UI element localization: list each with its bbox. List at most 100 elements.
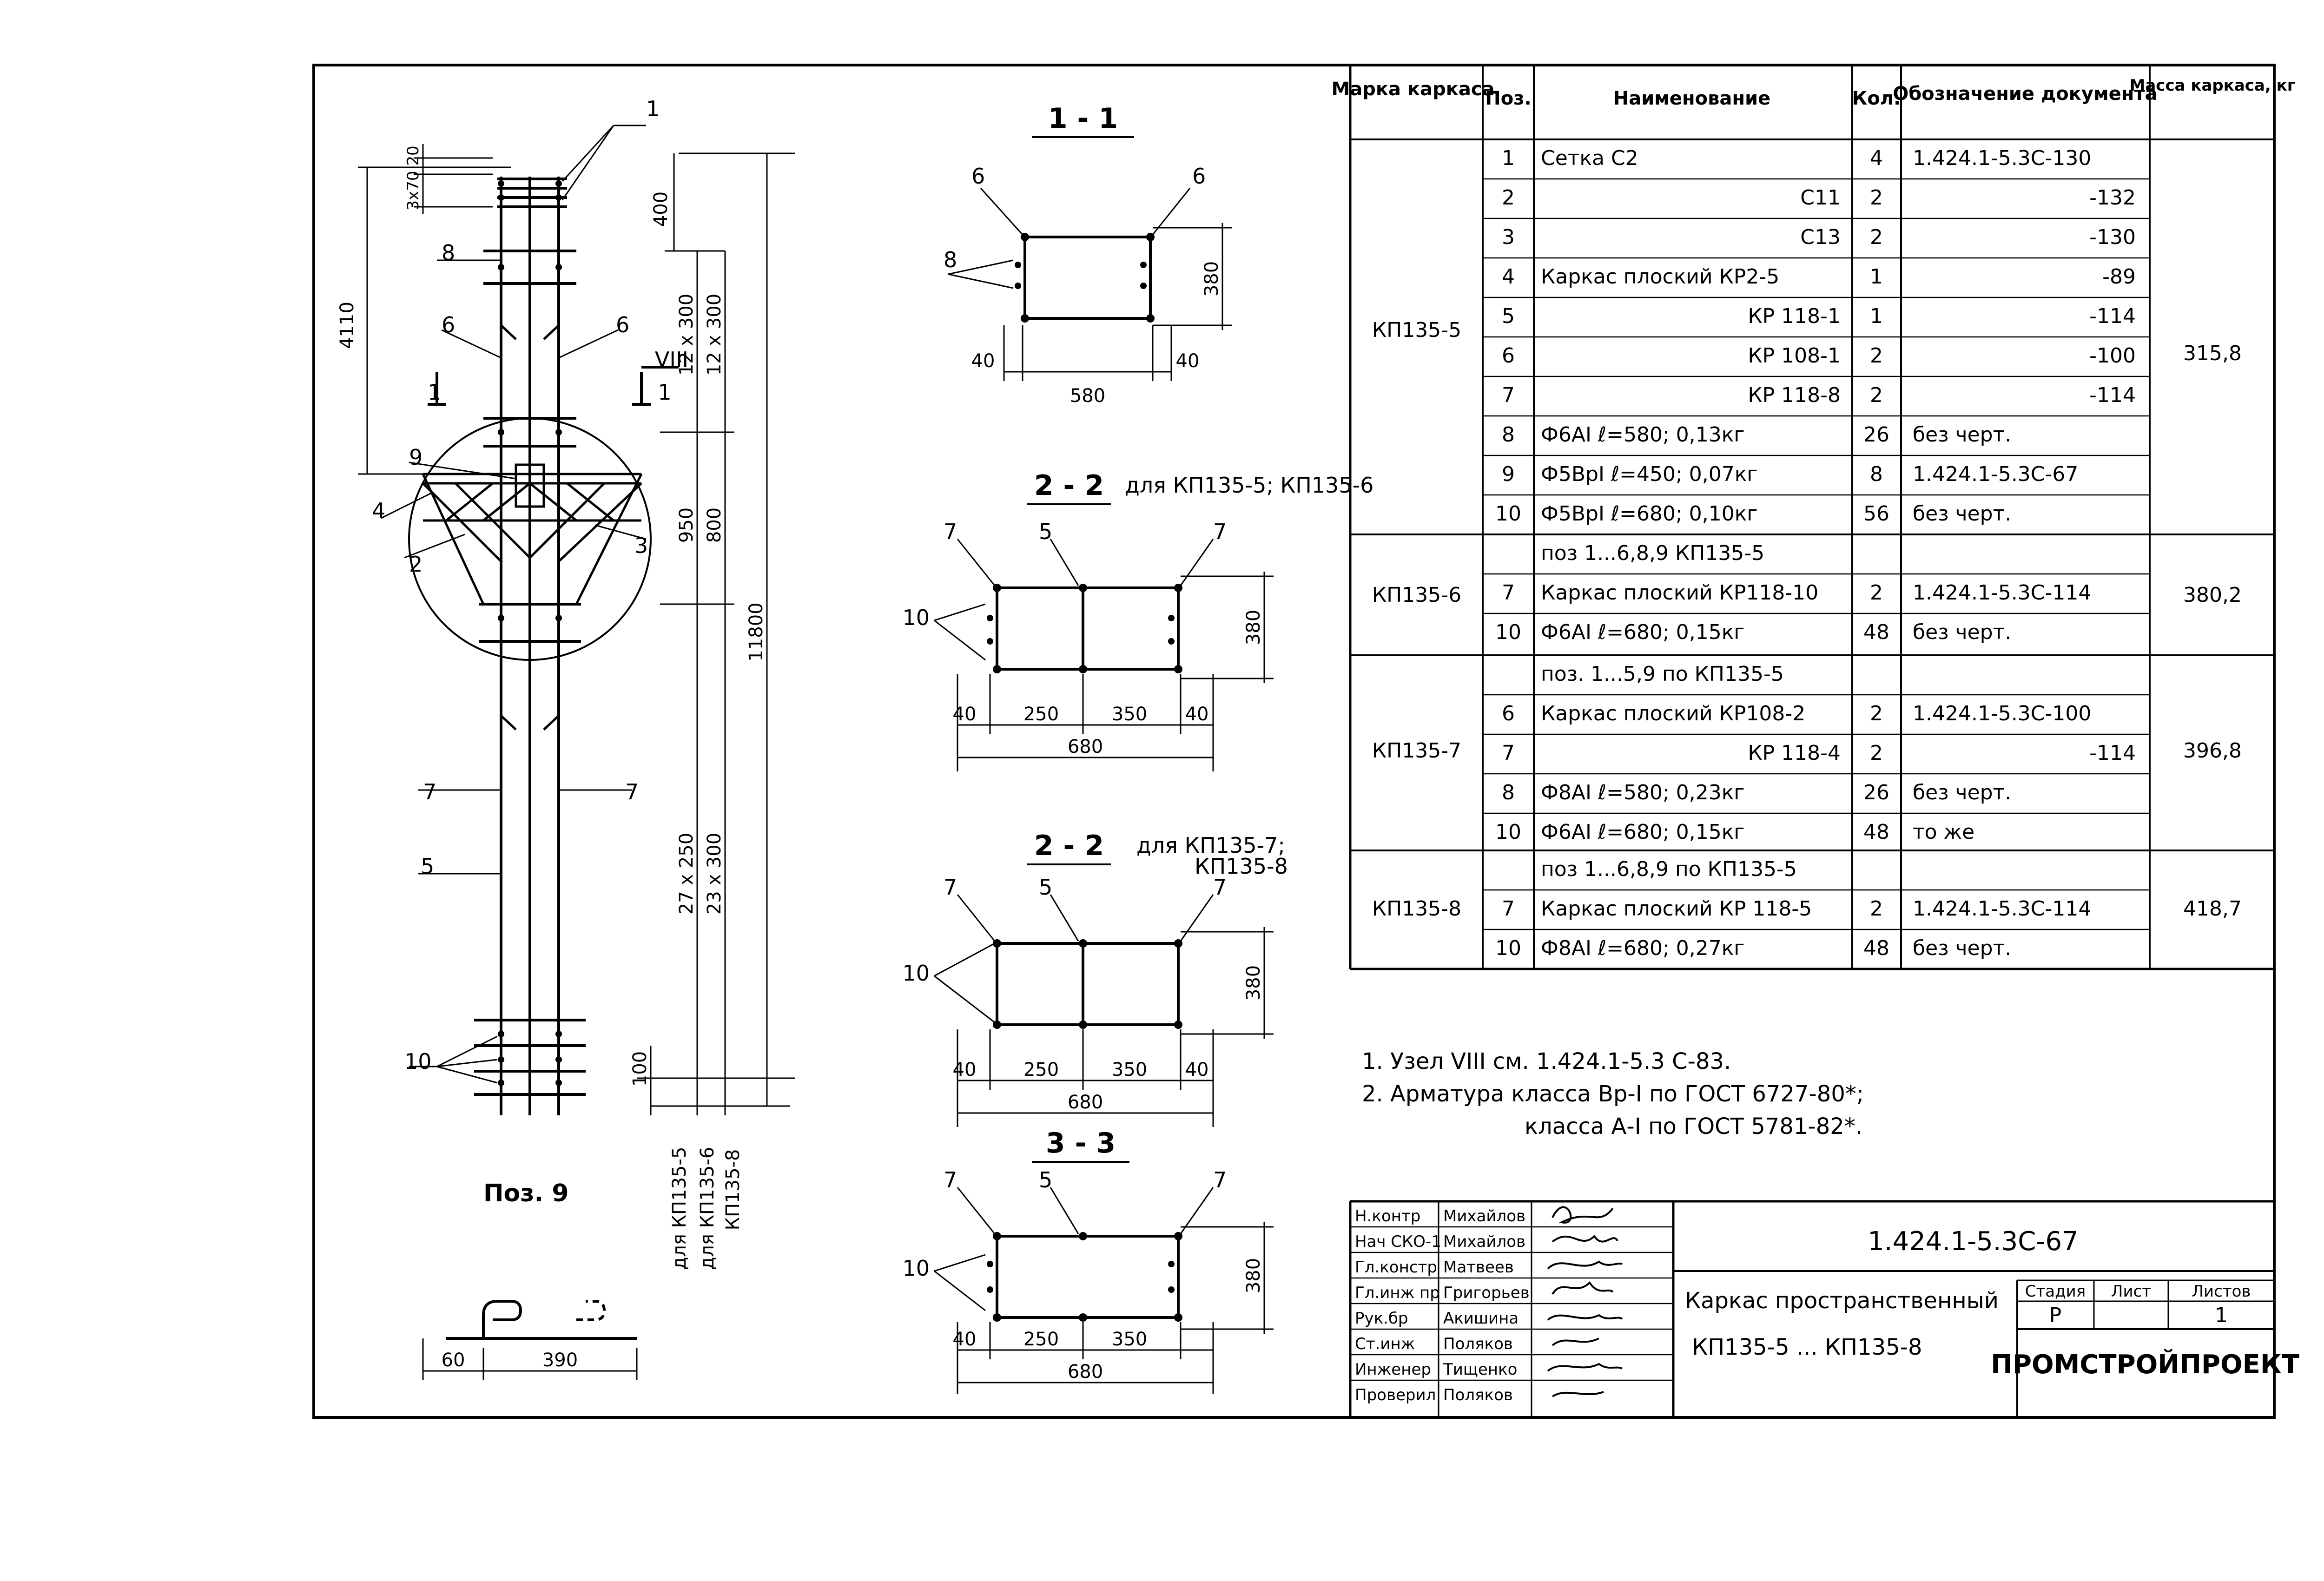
dim-380: 380 <box>1243 1258 1264 1293</box>
dim-4110: 4110 <box>337 302 358 349</box>
header-pos: Поз. <box>1485 88 1531 109</box>
doc-code: 1.424.1-5.3С-67 <box>1868 1226 2079 1257</box>
node-number: VIII <box>655 347 688 372</box>
elevation-callouts: 1 8 6 6 1 9 4 2 3 7 7 5 10 <box>372 96 660 1074</box>
role-label: Нач СКО-1 <box>1355 1232 1441 1251</box>
row-qty: 4 <box>1870 146 1883 170</box>
dim-950: 950 <box>676 507 697 543</box>
sheet-label: Лист <box>2111 1282 2151 1301</box>
callout-3: 3 <box>634 533 648 558</box>
callout-7: 7 <box>1213 1167 1227 1192</box>
sheet-frame <box>312 64 2276 1419</box>
table-header: Марка каркаса Поз. Наименование Кол. Обо… <box>1331 76 2295 109</box>
callout-8: 8 <box>442 240 455 265</box>
dim-680: 680 <box>1068 1361 1103 1383</box>
row-qty: 2 <box>1870 344 1883 368</box>
row-doc: -114 <box>2089 741 2136 765</box>
row-doc: -100 <box>2089 344 2136 368</box>
specification-table <box>1349 65 2274 970</box>
dim-40: 40 <box>953 1329 977 1350</box>
group-mark: КП135-5 <box>1372 318 1461 342</box>
callout-1: 1 <box>428 380 441 405</box>
row-qty: 56 <box>1863 502 1889 526</box>
group-mass: 418,7 <box>2183 897 2242 921</box>
row-qty: 1 <box>1870 265 1883 289</box>
person-name: Матвеев <box>1443 1258 1514 1277</box>
row-name: КР 108-1 <box>1748 344 1841 368</box>
row-pos: 10 <box>1495 936 1521 960</box>
organization-name: ПРОМСТРОЙПРОЕКТ <box>1991 1349 2299 1380</box>
sec1-dim-380: 380 <box>1201 261 1222 296</box>
callout-7: 7 <box>1213 519 1227 544</box>
callout-6: 6 <box>1192 164 1206 189</box>
dim-12x300: 12 x 300 <box>704 294 725 375</box>
dim-350: 350 <box>1112 704 1147 725</box>
pos-9-title: Поз. 9 <box>483 1179 569 1207</box>
row-pos: 8 <box>1502 781 1515 804</box>
row-name: Ф8АI ℓ=680; 0,27кг <box>1541 936 1744 960</box>
group-mass: 380,2 <box>2183 583 2242 607</box>
callout-7: 7 <box>625 779 639 804</box>
row-pos: 2 <box>1502 186 1515 210</box>
row-qty: 26 <box>1863 423 1889 447</box>
row-doc: без черт. <box>1913 781 2011 804</box>
row-pos: 10 <box>1495 502 1521 526</box>
row-name: Ф6АI ℓ=680; 0,15кг <box>1541 620 1744 644</box>
role-label: Гл.инж пр <box>1355 1284 1440 1302</box>
row-name: КР 118-8 <box>1748 383 1841 407</box>
header-mass: Масса каркаса, кг <box>2130 76 2296 95</box>
dim-250: 250 <box>1023 1059 1059 1080</box>
table-row: поз 1...6,8,9 КП135-5 <box>1541 541 1764 565</box>
row-doc: -130 <box>2089 225 2136 249</box>
role-label: Рук.бр <box>1355 1309 1408 1328</box>
dim-680: 680 <box>1068 736 1103 758</box>
callout-4: 4 <box>372 498 385 523</box>
callout-10: 10 <box>902 1256 930 1281</box>
row-doc: без черт. <box>1913 502 2011 526</box>
row-qty: 1 <box>1870 304 1883 328</box>
row-doc: то же <box>1913 820 1974 844</box>
row-qty: 26 <box>1863 781 1889 804</box>
row-qty: 8 <box>1870 462 1883 486</box>
row-doc: 1.424.1-5.3С-100 <box>1913 702 2091 725</box>
row-pos: 6 <box>1502 344 1515 368</box>
row-qty: 48 <box>1863 936 1889 960</box>
dim-40: 40 <box>1185 704 1209 725</box>
node-sheet: 1 <box>658 380 671 405</box>
signatures <box>1547 1206 1623 1397</box>
sheets-value: 1 <box>2215 1304 2228 1327</box>
row-doc: без черт. <box>1913 620 2011 644</box>
callout-7: 7 <box>944 1167 957 1192</box>
row-name: поз. 1...5,9 по КП135-5 <box>1541 662 1784 686</box>
row-qty: 2 <box>1870 702 1883 725</box>
person-name: Тищенко <box>1443 1360 1517 1379</box>
person-name: Григорьев <box>1443 1284 1530 1302</box>
person-name: Михайлов <box>1443 1232 1525 1251</box>
row-name: Каркас плоский КР2-5 <box>1541 265 1779 289</box>
pos9-dim-60: 60 <box>442 1350 465 1371</box>
section-2-2-title: 2 - 2 <box>1034 469 1104 502</box>
row-qty: 2 <box>1870 741 1883 765</box>
dim-23x300: 23 x 300 <box>704 833 725 915</box>
callout-2: 2 <box>409 552 423 577</box>
group-mass: 315,8 <box>2183 342 2242 365</box>
row-name: Ф5ВрI ℓ=450; 0,07кг <box>1541 462 1757 486</box>
stage-value: Р <box>2049 1304 2062 1327</box>
row-name: Каркас плоский КР108-2 <box>1541 702 1805 725</box>
dim-350: 350 <box>1112 1329 1147 1350</box>
dim-800: 800 <box>704 507 725 543</box>
section-2-2-a: 2 - 2 для КП135-5; КП135-6 <box>902 469 1373 771</box>
row-pos: 10 <box>1495 820 1521 844</box>
row-doc: 1.424.1-5.3С-114 <box>1913 581 2091 605</box>
role-label: Проверил <box>1355 1386 1436 1404</box>
callout-6: 6 <box>616 312 629 337</box>
